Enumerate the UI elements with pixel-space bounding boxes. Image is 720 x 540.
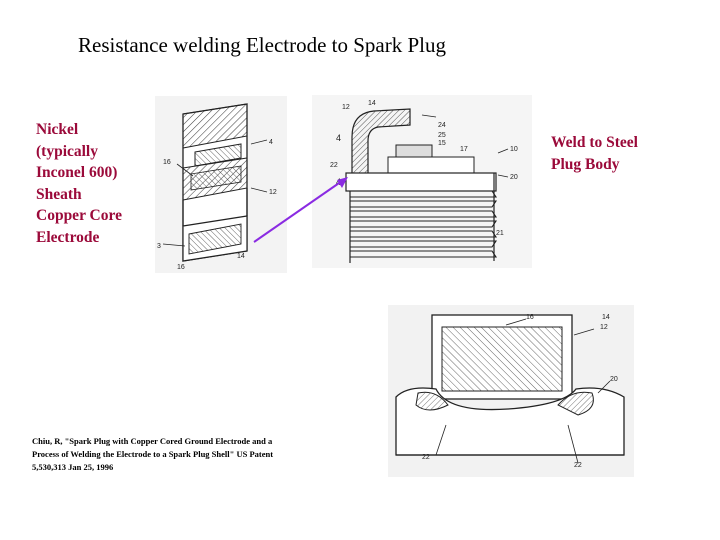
ref-number: 16 [177, 264, 185, 271]
ref-number: 20 [610, 376, 618, 383]
ref-number: 4 [336, 177, 341, 187]
citation-line: Process of Welding the Electrode to a Sp… [32, 449, 274, 459]
ref-number: 14 [237, 253, 245, 260]
ref-number: 21 [496, 230, 504, 237]
ref-number: 4 [269, 139, 273, 146]
ref-number: 15 [438, 140, 446, 147]
electrode-material-label: Nickel (typically Inconel 600) Sheath Co… [36, 119, 156, 248]
weld-label-line: Weld to Steel [551, 134, 638, 151]
ref-number: 3 [157, 243, 161, 250]
weld-label-line: Plug Body [551, 155, 620, 173]
ref-number: 20 [510, 174, 518, 181]
electrode-label-line: Electrode [36, 228, 100, 246]
ref-number: 16 [163, 159, 171, 166]
spark-plug-shell-drawing: 12 14 24 25 15 17 10 4 22 4 20 21 [312, 95, 532, 268]
electrode-label-line: Sheath [36, 185, 82, 203]
ref-number: 16 [526, 314, 534, 321]
weld-joint-drawing: 16 12 14 20 22 22 [388, 305, 634, 477]
weld-label: Weld to Steel Plug Body [551, 132, 681, 175]
ref-number: 12 [342, 104, 350, 111]
ref-number: 12 [600, 324, 608, 331]
ref-number: 14 [368, 100, 376, 107]
patent-citation: Chiu, R, "Spark Plug with Copper Cored G… [32, 435, 332, 474]
electrode-label-line: Copper Core [36, 207, 122, 224]
ref-number: 14 [602, 314, 610, 321]
electrode-label-line: Nickel [36, 121, 79, 138]
ref-number: 24 [438, 122, 446, 129]
ref-number: 4 [336, 133, 341, 143]
ref-number: 22 [330, 162, 338, 169]
electrode-label-line: Inconel 600) [36, 164, 118, 181]
ref-number: 22 [422, 454, 430, 461]
ref-number: 25 [438, 132, 446, 139]
ref-number: 17 [460, 146, 468, 153]
slide-title: Resistance welding Electrode to Spark Pl… [78, 33, 447, 57]
electrode-drawing: 4 16 12 3 16 14 [155, 96, 287, 273]
ref-number: 12 [269, 189, 277, 196]
ref-number: 22 [574, 462, 582, 469]
electrode-label-line: (typically [36, 142, 98, 160]
ref-number: 10 [510, 146, 518, 153]
citation-line: 5,530,313 Jan 25, 1996 [32, 462, 114, 472]
citation-line: Chiu, R, "Spark Plug with Copper Cored G… [32, 436, 273, 446]
